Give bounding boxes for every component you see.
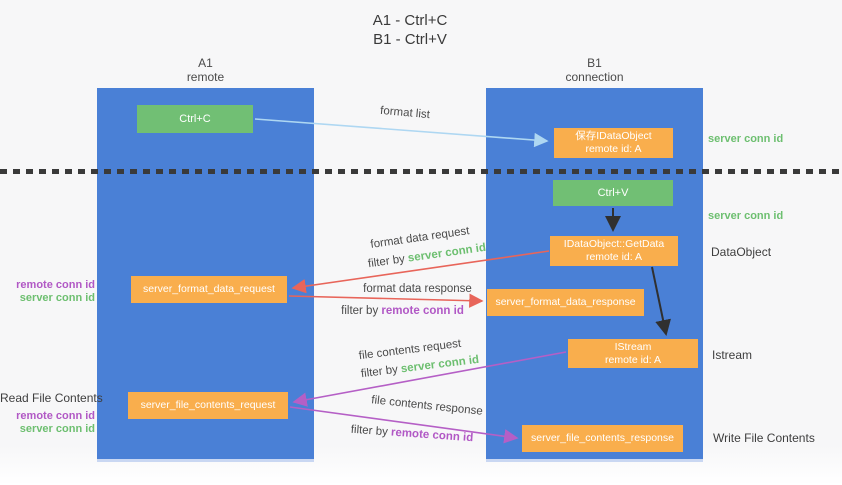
label-server-conn-id-left-bottom: server conn id — [19, 423, 95, 435]
node-server-format-data-request: server_format_data_request — [131, 276, 287, 303]
label-format-data-response: format data response — [363, 283, 472, 295]
node-ctrl-v: Ctrl+V — [553, 180, 673, 206]
dotted-divider-line — [0, 169, 842, 174]
node-idataobject-getdata-text: IDataObject::GetData remote id: A — [564, 238, 664, 264]
node-idataobject-getdata-line2: remote id: A — [585, 251, 642, 263]
label-server-conn-id-left-top: server conn id — [19, 292, 95, 304]
filter-prefix: filter by — [367, 253, 406, 271]
filter-keyword-server: server conn id — [407, 241, 487, 265]
diagram-title: A1 - Ctrl+C B1 - Ctrl+V — [0, 11, 820, 49]
title-line-1: A1 - Ctrl+C — [372, 12, 448, 29]
node-save-idataobject-text: 保存IDataObject remote id: A — [575, 130, 651, 156]
column-b1-subtitle: connection — [565, 70, 624, 84]
node-istream-line1: IStream — [614, 340, 652, 353]
label-file-contents-response: file contents response — [370, 394, 484, 418]
label-server-conn-id-right-top: server conn id — [708, 133, 784, 145]
left-conn-id-stack-bottom: remote conn id server conn id — [0, 410, 95, 436]
node-server-format-data-response: server_format_data_response — [487, 289, 644, 316]
label-format-list: format list — [379, 104, 431, 122]
node-istream: IStream remote id: A — [568, 339, 698, 368]
node-save-idataobject: 保存IDataObject remote id: A — [554, 128, 673, 158]
label-server-conn-id-right-mid: server conn id — [708, 210, 784, 222]
left-conn-id-stack-top: remote conn id server conn id — [0, 279, 95, 305]
node-server-file-contents-response-label: server_file_contents_response — [530, 432, 674, 444]
node-ctrl-c-label: Ctrl+C — [179, 112, 211, 125]
node-ctrl-c: Ctrl+C — [137, 105, 253, 133]
arrow-format-data-response — [288, 293, 484, 308]
node-idataobject-getdata: IDataObject::GetData remote id: A — [550, 236, 678, 266]
column-header-b1: B1 connection — [486, 56, 703, 84]
title-line-2: B1 - Ctrl+V — [373, 31, 447, 48]
node-server-format-data-request-label: server_format_data_request — [143, 283, 275, 295]
column-b1-name: B1 — [587, 56, 602, 70]
label-dataobject: DataObject — [711, 245, 772, 259]
column-a1-subtitle: remote — [186, 70, 225, 84]
label-filter-by-remote-2: filter by remote conn id — [342, 423, 482, 445]
filter-keyword-server: server conn id — [400, 353, 480, 376]
filter-keyword-remote: remote conn id — [390, 426, 474, 445]
filter-prefix: filter by — [360, 363, 399, 381]
column-header-a1: A1 remote — [97, 56, 314, 84]
node-server-file-contents-request-label: server_file_contents_request — [140, 399, 276, 411]
node-server-format-data-response-label: server_format_data_response — [495, 296, 636, 308]
label-remote-conn-id-left-bottom: remote conn id — [16, 410, 95, 422]
filter-prefix: filter by — [341, 305, 379, 317]
node-idataobject-getdata-line1: IDataObject::GetData — [563, 238, 665, 250]
node-server-file-contents-response: server_file_contents_response — [522, 425, 683, 452]
label-filter-by-remote-1: filter by remote conn id — [335, 305, 470, 317]
label-write-file-contents: Write File Contents — [713, 431, 815, 445]
column-a1-name: A1 — [198, 56, 213, 70]
node-istream-line2: remote id: A — [604, 353, 662, 366]
node-save-idataobject-line2: remote id: A — [585, 143, 642, 155]
label-remote-conn-id-left-top: remote conn id — [16, 279, 95, 291]
label-read-file-contents: Read File Contents — [0, 391, 103, 405]
node-server-file-contents-request: server_file_contents_request — [128, 392, 288, 419]
node-save-idataobject-line1: 保存IDataObject — [575, 130, 652, 142]
node-ctrl-v-label: Ctrl+V — [597, 186, 629, 199]
label-istream: Istream — [712, 348, 753, 362]
node-istream-text: IStream remote id: A — [605, 341, 661, 367]
filter-prefix: filter by — [350, 423, 389, 439]
filter-keyword-remote: remote conn id — [381, 305, 464, 317]
